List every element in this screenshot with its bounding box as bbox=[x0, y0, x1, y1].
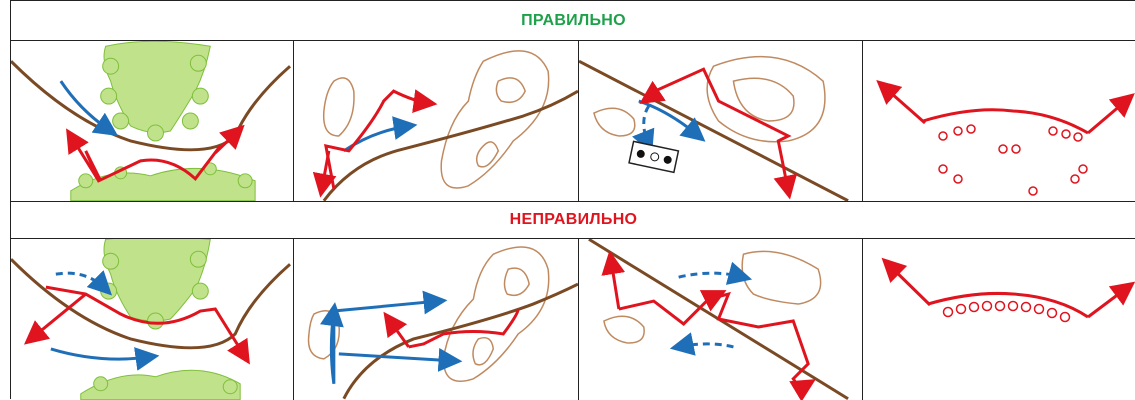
movement-arrow bbox=[59, 80, 119, 136]
contour-hill-icon bbox=[603, 250, 822, 344]
route-line bbox=[84, 145, 222, 183]
correct-holes-diagram bbox=[876, 80, 1135, 196]
correct-contour-diagram bbox=[312, 50, 578, 201]
comparison-board: ПРАВИЛЬНО bbox=[10, 0, 1135, 400]
wrong-cell-holes bbox=[863, 239, 1135, 400]
correct-cell-feeder bbox=[579, 41, 863, 201]
contour-line bbox=[11, 60, 291, 152]
hole-circle-icon bbox=[942, 300, 1071, 323]
wrong-vegetation-diagram bbox=[11, 239, 291, 400]
vegetation-icon bbox=[80, 239, 241, 400]
wrong-row bbox=[11, 239, 1135, 400]
vegetation-icon bbox=[70, 41, 256, 201]
correct-feeder-diagram bbox=[579, 55, 849, 201]
wrong-cell-contours bbox=[294, 239, 579, 400]
wrong-header: НЕПРАВИЛЬНО bbox=[11, 201, 1135, 239]
contour-hill-icon bbox=[322, 50, 550, 189]
wrong-cell-feeder bbox=[579, 239, 863, 400]
wrong-contour-diagram bbox=[307, 246, 578, 400]
contour-hill-icon bbox=[307, 246, 550, 383]
hole-circle-icon bbox=[938, 124, 1088, 196]
correct-cell-vegetation bbox=[11, 41, 294, 201]
feeder-icon bbox=[628, 140, 680, 174]
correct-header: ПРАВИЛЬНО bbox=[11, 1, 1135, 41]
correct-cell-contours bbox=[294, 41, 579, 201]
correct-vegetation-diagram bbox=[11, 41, 291, 201]
wrong-holes-diagram bbox=[881, 257, 1135, 323]
wrong-feeder-diagram bbox=[588, 239, 849, 400]
correct-row bbox=[11, 41, 1135, 201]
wrong-cell-vegetation bbox=[11, 239, 294, 400]
correct-cell-holes bbox=[863, 41, 1135, 201]
